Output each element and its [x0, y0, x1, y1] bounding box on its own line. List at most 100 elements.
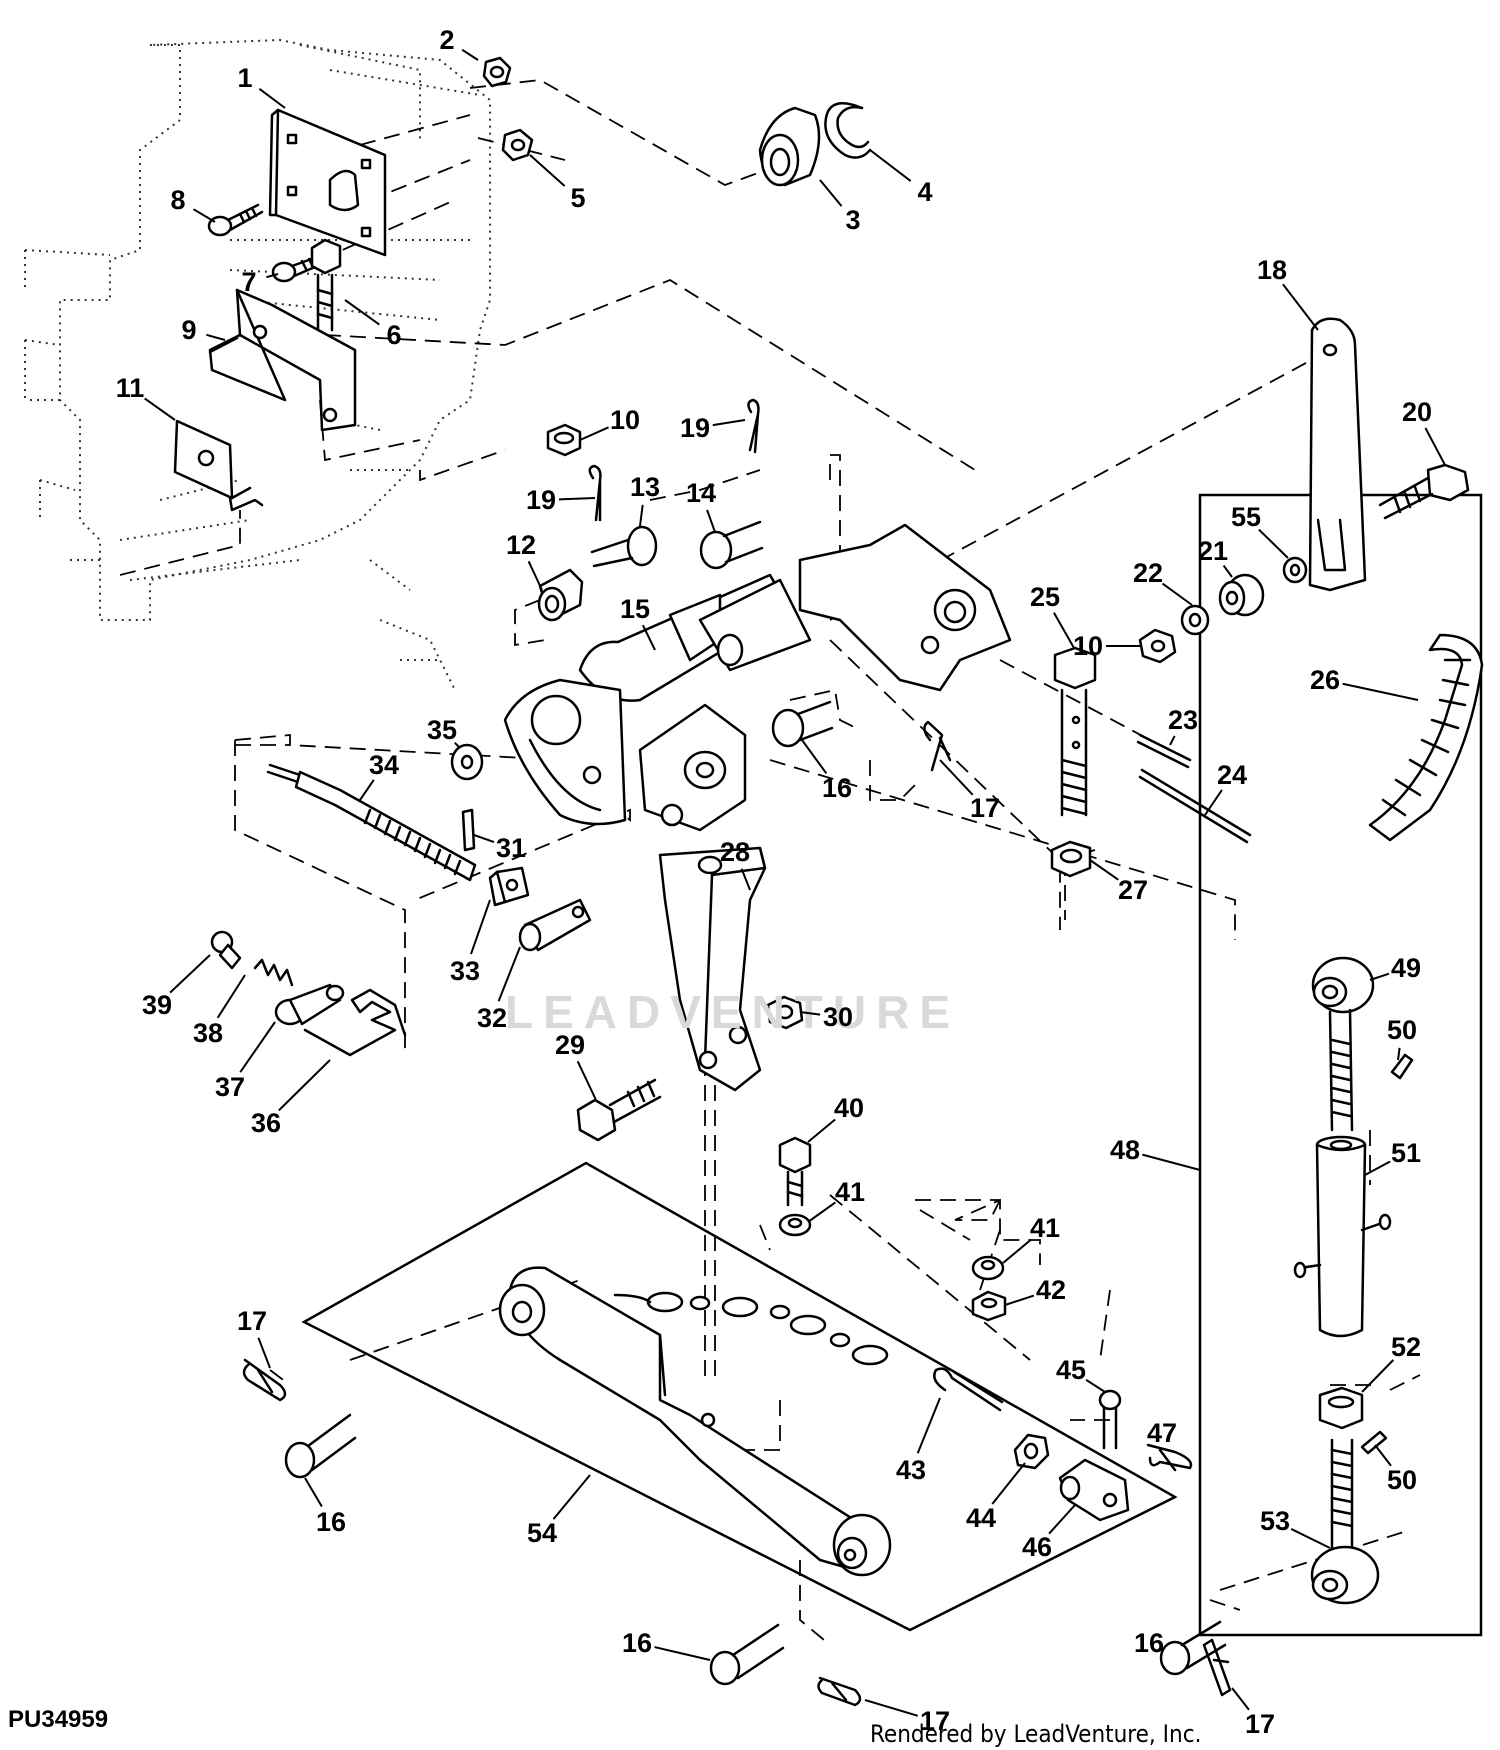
- leader-line-p51: [1364, 1160, 1391, 1176]
- callout-label-p44: 44: [966, 1503, 996, 1533]
- callout-label-p30: 30: [823, 1002, 853, 1032]
- callout-label-p41a: 41: [835, 1177, 865, 1207]
- part-32-pin: [518, 898, 592, 952]
- callout-label-p51: 51: [1391, 1138, 1421, 1168]
- leader-line-p38: [216, 974, 246, 1019]
- leader-line-p30: [799, 1011, 821, 1016]
- callout-label-p32: 32: [477, 1003, 507, 1033]
- part-39-knob: [210, 930, 242, 970]
- leader-line-p50a: [1397, 1047, 1401, 1061]
- part-54-lower-link: [498, 1266, 892, 1577]
- leader-line-p48: [1142, 1153, 1201, 1171]
- part-38-spring: [253, 958, 294, 987]
- leader-line-p52: [1361, 1359, 1395, 1393]
- part-17-clip-bottom-center: [817, 1676, 862, 1707]
- callout-label-p5: 5: [570, 183, 585, 213]
- part-29-bolt: [576, 1078, 662, 1142]
- leader-line-p17c: [864, 1699, 919, 1717]
- leader-line-p3: [819, 179, 843, 207]
- part-18-lever: [1308, 317, 1367, 592]
- callout-label-p34: 34: [369, 750, 399, 780]
- callout-label-p33: 33: [450, 956, 480, 986]
- part-34-threaded-rod: [266, 763, 477, 882]
- part-9-bracket: [208, 288, 357, 432]
- chain: [613, 1291, 889, 1366]
- part-19-cotter-pin-left: [588, 464, 602, 522]
- leader-line-p7: [266, 273, 279, 279]
- callout-label-p55: 55: [1231, 502, 1261, 532]
- leader-line-p43: [916, 1397, 941, 1454]
- callout-label-p18: 18: [1257, 255, 1287, 285]
- parts: [173, 56, 1484, 1707]
- callout-label-p2: 2: [439, 25, 454, 55]
- part-30-nut: [766, 995, 804, 1030]
- leader-line-p27: [1089, 859, 1119, 881]
- part-21-spacer: [1218, 573, 1265, 617]
- leader-line-p20: [1424, 427, 1446, 466]
- leader-line-p33: [470, 899, 491, 955]
- part-15-rockshaft: [503, 523, 1012, 832]
- part-5-nut: [501, 128, 534, 162]
- leader-line-p53: [1290, 1528, 1331, 1549]
- part-27-nut: [1050, 840, 1092, 878]
- part-41-washer-right: [971, 1255, 1005, 1281]
- leader-line-p15: [641, 624, 656, 651]
- leader-line-p2: [461, 48, 479, 61]
- leader-line-p9: [206, 333, 226, 341]
- callout-label-p38: 38: [193, 1018, 223, 1048]
- part-4-snap-ring: [824, 102, 872, 159]
- watermark: LEADVENTURE: [505, 986, 960, 1038]
- part-16-pin-left: [284, 1413, 357, 1479]
- part-35-washer: [450, 743, 484, 781]
- leader-line-p10a: [579, 426, 609, 441]
- leader-line-p31: [473, 834, 495, 843]
- callout-label-p35: 35: [427, 715, 457, 745]
- leader-line-p41b: [1002, 1238, 1032, 1264]
- callout-label-p43: 43: [896, 1455, 926, 1485]
- figure-id: PU34959: [8, 1706, 109, 1733]
- part-22-washer: [1180, 604, 1210, 636]
- leader-line-p17d: [1231, 1687, 1250, 1711]
- leader-line-p18: [1282, 283, 1319, 331]
- part-45-pin: [1098, 1389, 1122, 1450]
- callout-label-p49: 49: [1391, 953, 1421, 983]
- leader-line-p24: [1204, 789, 1223, 816]
- callout-label-p50a: 50: [1387, 1015, 1417, 1045]
- callout-label-p31: 31: [496, 833, 526, 863]
- callout-label-p11: 11: [116, 373, 145, 403]
- part-43-hook: [933, 1367, 1004, 1412]
- leader-line-p45: [1085, 1378, 1106, 1393]
- leader-line-p11: [144, 397, 176, 421]
- callout-label-p17c: 17: [920, 1706, 950, 1736]
- callout-label-p46: 46: [1022, 1532, 1052, 1562]
- leader-line-p17a: [257, 1337, 271, 1369]
- callout-label-p45: 45: [1056, 1355, 1086, 1385]
- callout-label-p20: 20: [1402, 397, 1432, 427]
- leader-line-p50b: [1374, 1444, 1392, 1467]
- part-33-block: [488, 866, 530, 907]
- callout-label-p16c: 16: [1134, 1628, 1164, 1658]
- part-17-clip-bottom-right: [1202, 1638, 1232, 1697]
- callout-label-p53: 53: [1260, 1506, 1290, 1536]
- leader-line-p55: [1258, 528, 1289, 559]
- part-12-bushing: [537, 568, 584, 622]
- part-3-bushing: [758, 106, 821, 187]
- leader-line-p19b: [712, 419, 746, 427]
- part-44-nut: [1013, 1433, 1050, 1470]
- callout-label-p48: 48: [1110, 1135, 1140, 1165]
- leader-line-p32: [497, 946, 521, 1002]
- leader-line-p40: [807, 1118, 836, 1143]
- part-50-pin-lower: [1360, 1430, 1388, 1455]
- leader-line-p16d: [801, 739, 828, 775]
- part-17-clip-upper: [923, 720, 952, 772]
- callout-label-p17a: 17: [237, 1306, 267, 1336]
- callout-label-p1: 1: [237, 63, 252, 93]
- part-19-cotter-pin-right: [747, 398, 760, 454]
- part-23-pin: [1136, 733, 1192, 769]
- leader-line-p17b: [939, 759, 974, 796]
- callout-label-p7: 7: [241, 267, 256, 297]
- leader-line-p26: [1342, 682, 1419, 701]
- callout-label-p28: 28: [720, 837, 750, 867]
- part-13-pin: [590, 525, 658, 568]
